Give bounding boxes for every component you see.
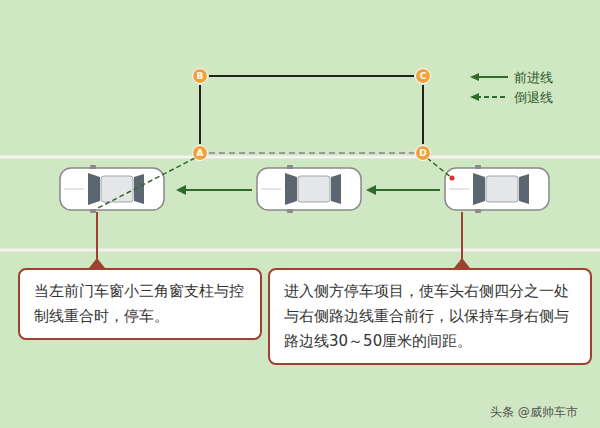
arrow-head [176,185,186,195]
callout-text: 当左前门车窗小三角窗支柱与控制线重合时，停车。 [34,279,246,329]
car-body [257,168,361,210]
parking-box-line [422,85,424,144]
leader-pointer [454,258,470,268]
point-letter: D [419,149,426,158]
corner-marker: B [192,68,208,84]
move-arrows [176,185,440,195]
reverse-path-line [209,152,414,154]
callout-box: 当左前门车窗小三角窗支柱与控制线重合时，停车。 [18,268,262,340]
reverse-line [98,158,195,208]
rear-window [519,174,529,204]
legend-sample [470,93,479,101]
mirror [475,209,481,213]
forward-arrow [372,189,440,191]
car-roof [298,176,330,202]
mirror [287,165,293,169]
windshield [88,173,100,205]
mirror [90,165,96,169]
windshield [473,173,485,205]
mirror [90,209,96,213]
forward-arrow [182,189,252,191]
legend-sample [476,76,508,78]
mirror [287,209,293,213]
road-edge-line [0,156,600,159]
reference-dot [450,176,455,181]
legend-text: 前进线 [514,69,553,87]
point-letter: A [197,149,204,158]
sight-lines [98,158,455,208]
car [60,165,164,213]
callout-leaders [89,212,470,268]
arrow-head [366,185,376,195]
hood-line [261,189,281,190]
hood-line [64,189,84,190]
point-letter: C [420,72,427,81]
corner-marker: A [192,145,208,161]
watermark: 头条 @威帅车市 [490,404,578,421]
mirror [475,165,481,169]
callout-box: 进入侧方停车项目，使车头右侧四分之一处与右侧路边线重合前行，以保持车身右侧与路边… [268,268,592,365]
leader-pointer [89,258,105,268]
corner-marker: D [415,145,431,161]
corner-marker: C [415,68,431,84]
point-letter: B [197,72,204,81]
cars [60,165,549,213]
rear-window [331,174,341,204]
reverse-line [427,158,452,178]
callout-text: 进入侧方停车项目，使车头右侧四分之一处与右侧路边线重合前行，以保持车身右侧与路边… [284,279,576,354]
car-roof [486,176,518,202]
car [445,165,549,213]
car-body [445,168,549,210]
parking-box-line [199,85,201,144]
legend-text: 倒退线 [514,89,553,107]
windshield [285,173,297,205]
car [257,165,361,213]
legend-samples [470,73,508,101]
car-body [60,168,164,210]
hood-line [449,189,469,190]
legend-sample [470,73,479,81]
car-roof [101,176,133,202]
road-edge-line [0,249,600,252]
parking-box-line [209,75,414,77]
legend-sample [476,96,508,98]
